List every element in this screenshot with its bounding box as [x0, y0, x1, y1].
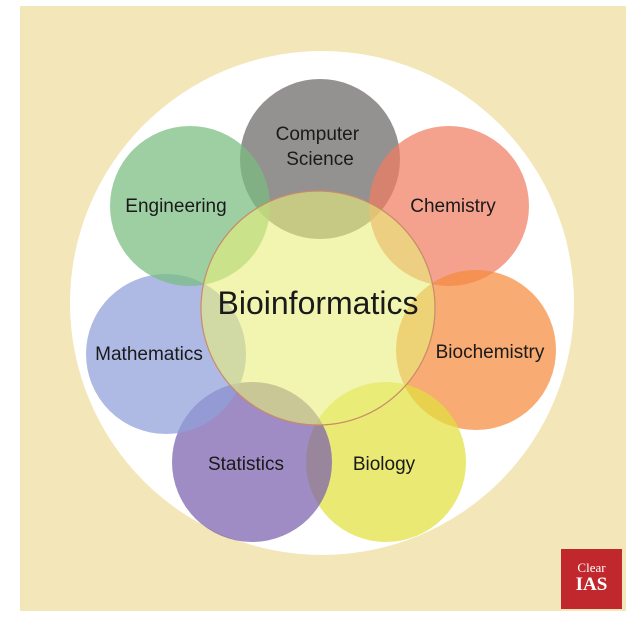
logo-line2: IAS: [575, 574, 608, 595]
bioinformatics-label: Bioinformatics: [218, 285, 419, 321]
statistics-label: Statistics: [208, 454, 284, 475]
biology-label: Biology: [353, 454, 416, 475]
logo-line1: Clear: [577, 560, 606, 575]
clearias-logo: Clear IAS: [561, 549, 622, 609]
chemistry-label: Chemistry: [410, 196, 496, 217]
computer-science-label: Computer Science: [276, 124, 365, 170]
computer-science-label-line2: Science: [286, 149, 354, 170]
biochemistry-circle: [396, 270, 556, 430]
bioinformatics-circle: [200, 190, 436, 426]
engineering-label: Engineering: [125, 196, 226, 217]
computer-science-label-line1: Computer: [276, 124, 360, 145]
mathematics-label: Mathematics: [95, 344, 203, 365]
biochemistry-label: Biochemistry: [436, 342, 545, 363]
